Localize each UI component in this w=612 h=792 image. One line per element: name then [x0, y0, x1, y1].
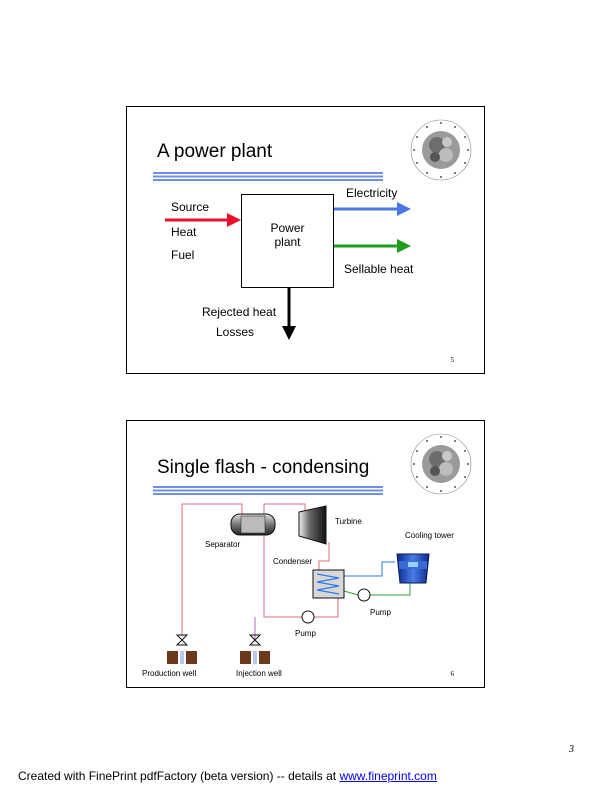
label-electricity: Electricity — [346, 186, 398, 200]
footer: Created with FinePrint pdfFactory (beta … — [18, 769, 437, 783]
label-pump-right: Pump — [370, 608, 391, 617]
university-seal-icon — [410, 119, 472, 181]
condenser-icon — [312, 569, 345, 599]
power-plant-box: Power plant — [241, 194, 334, 288]
footer-text: Created with FinePrint pdfFactory (beta … — [18, 769, 340, 783]
title-rule — [153, 172, 383, 181]
valve-icon-production — [175, 634, 189, 646]
label-cooling-tower: Cooling tower — [405, 531, 454, 540]
injection-well-icon — [240, 651, 270, 664]
valve-icon-injection — [248, 634, 262, 646]
turbine-icon — [298, 505, 327, 545]
slide-title: Single flash - condensing — [157, 457, 370, 478]
title-rule — [153, 486, 383, 495]
cooling-return-pipe — [370, 583, 411, 596]
rejected-heat-arrow-head — [282, 326, 296, 340]
slide-number: 5 — [450, 356, 455, 364]
slide-single-flash: Single flash - condensing — [126, 420, 485, 688]
label-pump-left: Pump — [295, 629, 316, 638]
label-fuel: Fuel — [171, 248, 195, 262]
cooling-water-pipe — [344, 561, 395, 577]
single-flash-diagram — [167, 503, 430, 664]
slide-power-plant: A power plant Power plant — [126, 106, 485, 374]
separator-icon — [230, 513, 276, 536]
label-turbine: Turbine — [335, 517, 362, 526]
plant-box-line1: Power — [270, 221, 305, 235]
power-plant-diagram — [165, 202, 411, 340]
label-injection-well: Injection well — [236, 669, 282, 678]
label-production-well: Production well — [142, 669, 197, 678]
label-sellable-heat: Sellable heat — [344, 262, 414, 276]
pump-icon-left — [301, 610, 315, 624]
label-source: Source — [171, 200, 210, 214]
label-condenser: Condenser — [273, 557, 313, 566]
footer-link[interactable]: www.fineprint.com — [339, 769, 437, 783]
label-losses: Losses — [216, 325, 255, 339]
sellable-heat-arrow-head — [397, 239, 411, 253]
electricity-arrow-head — [397, 202, 411, 216]
source-arrow-head — [227, 213, 241, 227]
cooling-tower-icon — [396, 553, 430, 584]
page-number: 3 — [569, 744, 574, 755]
pump-icon-right — [357, 588, 371, 602]
plant-box-line2: plant — [274, 235, 301, 249]
slide-title: A power plant — [157, 141, 273, 162]
label-heat: Heat — [171, 225, 197, 239]
production-well-icon — [167, 651, 197, 664]
slide-number: 6 — [450, 670, 455, 678]
label-rejected-heat: Rejected heat — [202, 305, 277, 319]
university-seal-icon — [410, 433, 472, 495]
steam-pipes — [181, 503, 330, 636]
label-separator: Separator — [205, 540, 241, 549]
